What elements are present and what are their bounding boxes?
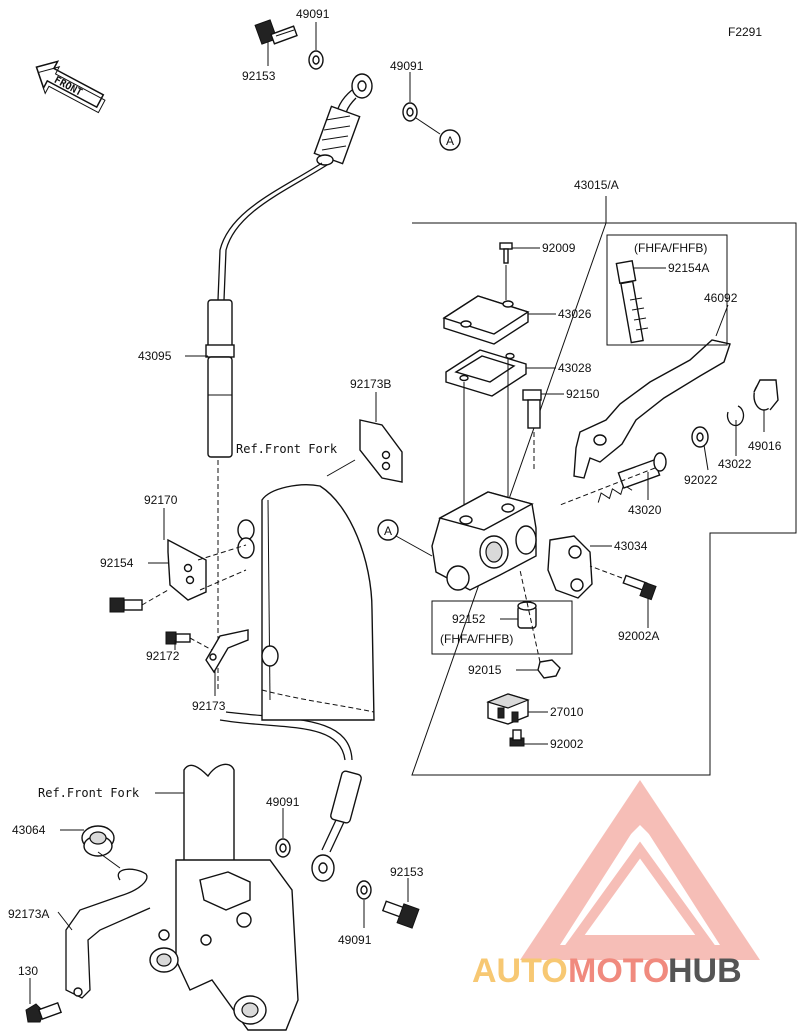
label-130: 130: [18, 964, 38, 978]
adjuster-92154A: [615, 259, 649, 344]
figure-id: F2291: [728, 25, 762, 39]
bracket-92173B: [359, 419, 403, 483]
diaphragm-43028: [445, 349, 527, 397]
label-49016: 49016: [748, 439, 782, 453]
label-92153: 92153: [390, 865, 424, 879]
assembly-label: 43015/A: [574, 178, 619, 192]
label-92009: 92009: [542, 241, 576, 255]
brake-lever-46092: [573, 339, 731, 479]
hose-clamp-92170: [167, 538, 247, 601]
label-92154A: 92154A: [668, 261, 709, 275]
boot-49016: [753, 379, 779, 411]
watermark-hub: HUB: [668, 952, 742, 990]
label-43026: 43026: [558, 307, 592, 321]
label-92002A: 92002A: [618, 629, 659, 643]
hose-clamp-92173: [205, 629, 249, 674]
label-92173A: 92173A: [8, 907, 49, 921]
circlip-43022: [726, 405, 745, 427]
ref-front-fork-lower: Ref.Front Fork: [38, 786, 140, 800]
brake-hose-protector: [205, 299, 235, 458]
label-49091: 49091: [338, 933, 372, 947]
grommet-43064: [81, 825, 115, 857]
label-43064: 43064: [12, 823, 46, 837]
callout-a-cylinder: A: [377, 519, 399, 541]
label-fhfa-fhfb-bottom: (FHFA/FHFB): [440, 632, 513, 646]
brake-hose-lower: [330, 770, 362, 824]
svg-text:A: A: [384, 524, 392, 538]
label-92154: 92154: [100, 556, 134, 570]
watermark-logo: [520, 780, 760, 960]
switch-spacer-92152: [517, 601, 537, 629]
banjo-bolt-top: [254, 19, 298, 45]
brake-hose-upper: [217, 162, 323, 301]
label-49091: 49091: [390, 59, 424, 73]
label-46092: 46092: [704, 291, 738, 305]
front-arrow-icon: FRONT: [35, 60, 106, 114]
leader-lines: [29, 22, 765, 1004]
label-27010: 27010: [550, 705, 584, 719]
label-49091: 49091: [266, 795, 300, 809]
fork-leg-lower: [149, 763, 299, 1031]
label-92173: 92173: [192, 699, 226, 713]
label-92153: 92153: [242, 69, 276, 83]
label-92015: 92015: [468, 663, 502, 677]
assembly-box: [411, 196, 797, 776]
label-49091: 49091: [296, 7, 330, 21]
variant-box-92154A: [606, 234, 728, 346]
bolt-130: [25, 1001, 63, 1023]
brake-switch-27010: [486, 693, 530, 725]
watermark-auto: AUTO: [472, 952, 568, 990]
reservoir-cap-43026: [442, 295, 530, 345]
label-92002: 92002: [550, 737, 584, 751]
fork-guard-upper: [237, 484, 375, 721]
label-43022: 43022: [718, 457, 752, 471]
hose-bottom-fitting: [311, 819, 345, 882]
label-92172: 92172: [146, 649, 180, 663]
master-cylinder-body: [431, 491, 537, 591]
label-92022: 92022: [684, 473, 718, 487]
svg-text:A: A: [446, 134, 454, 148]
label-43028: 43028: [558, 361, 592, 375]
label-92170: 92170: [144, 493, 178, 507]
ref-front-fork-upper: Ref.Front Fork: [236, 442, 338, 456]
part-labels: 49091 92153 49091 43095 92173B 92170 921…: [8, 7, 782, 978]
label-fhfa-fhfb-top: (FHFA/FHFB): [634, 241, 707, 255]
label-92173B: 92173B: [350, 377, 391, 391]
banjo-bolt-low: [381, 900, 420, 929]
bolt-92002A: [589, 565, 657, 601]
label-43095: 43095: [138, 349, 172, 363]
hose-top-fitting: [313, 73, 373, 166]
variant-box-92152: [431, 600, 573, 655]
clamp-92173A: [65, 868, 151, 999]
label-43034: 43034: [614, 539, 648, 553]
label-43020: 43020: [628, 503, 662, 517]
piston-kit-43020: [559, 452, 667, 506]
clamp-holder-43034: [547, 535, 593, 599]
bolt-92172: [165, 631, 213, 651]
pivot-bolt-92150: [522, 389, 542, 470]
screw-92002: [509, 729, 525, 747]
callout-a-top: A: [439, 129, 461, 151]
screw-92009: [499, 242, 540, 264]
bolt-92154: [109, 589, 169, 613]
watermark-moto: MOTO: [568, 952, 669, 990]
label-92152: 92152: [452, 612, 486, 626]
label-92150: 92150: [566, 387, 600, 401]
